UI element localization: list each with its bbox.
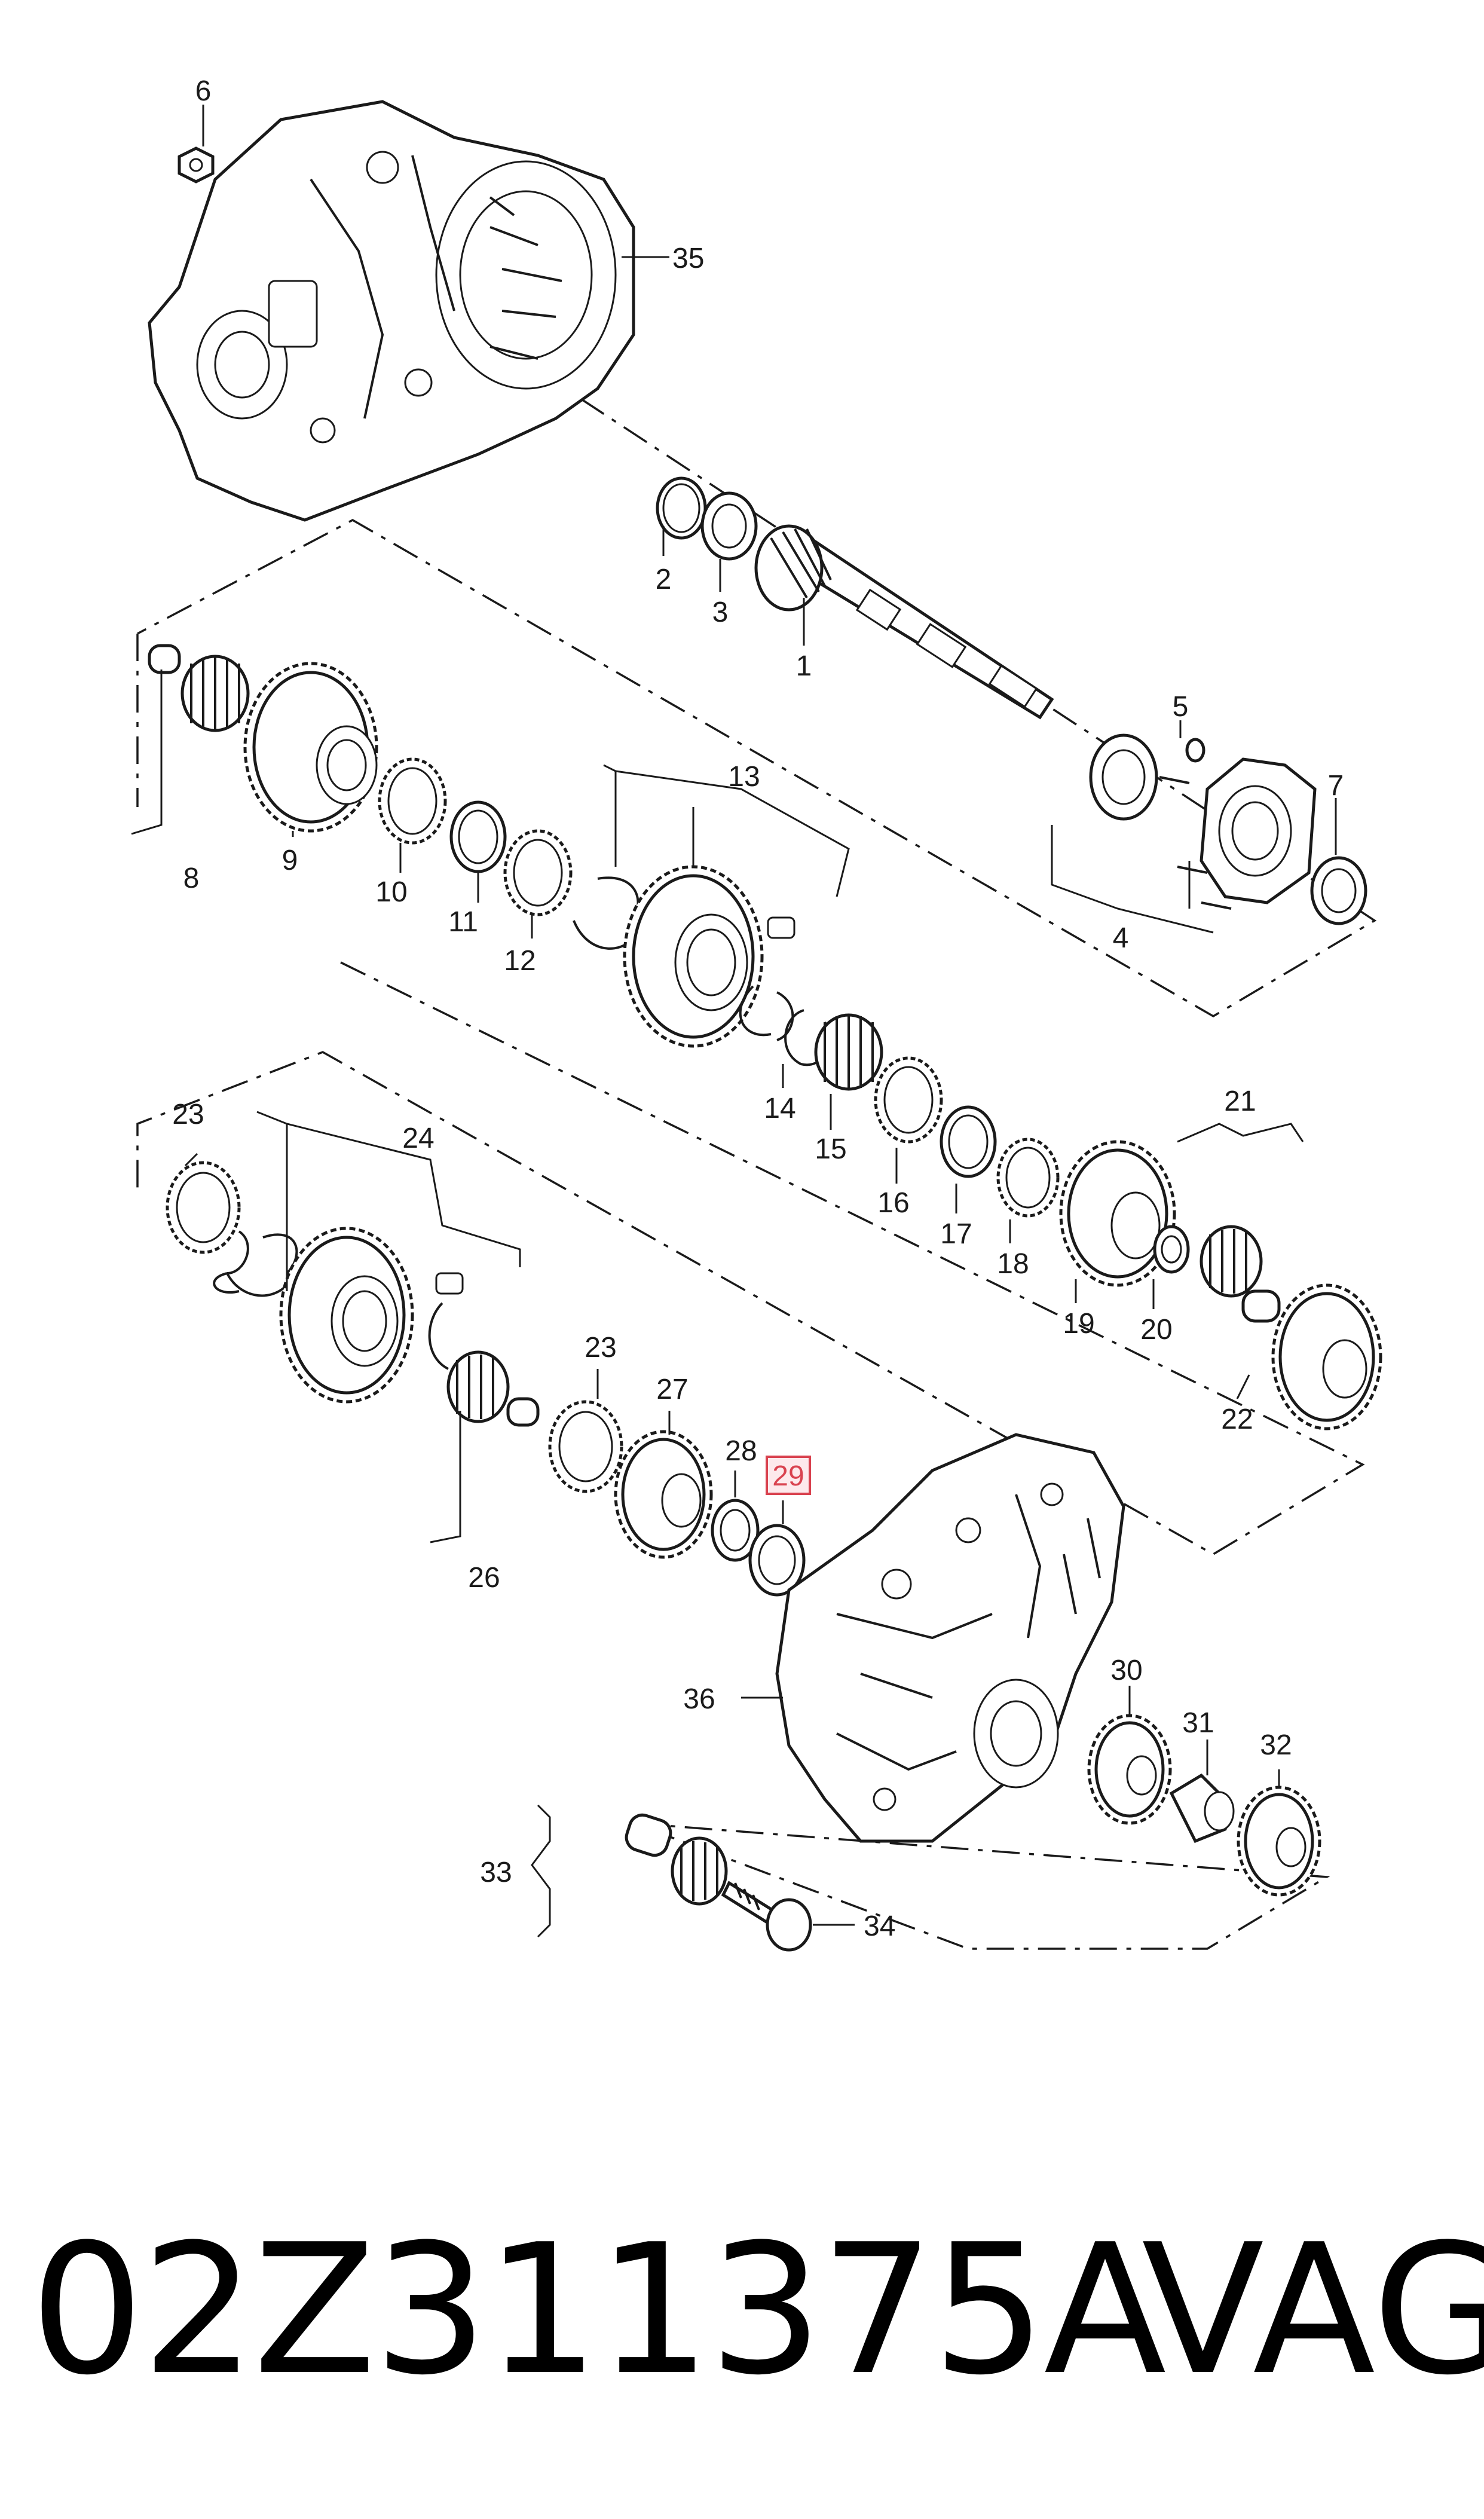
part-19-gear <box>1059 1140 1176 1287</box>
callout-21[interactable]: 21 <box>1224 1086 1256 1117</box>
part-33-bearing-set <box>625 1813 728 1906</box>
part-number: 02Z311375A <box>30 2206 1167 2414</box>
callout-9[interactable]: 9 <box>282 845 298 876</box>
callout-4[interactable]: 4 <box>1113 922 1129 954</box>
part-13-synchro-hub-assembly <box>573 865 795 1048</box>
callout-10[interactable]: 10 <box>375 876 407 908</box>
callout-28[interactable]: 28 <box>725 1435 757 1467</box>
part-16-synchro-ring <box>874 1056 943 1144</box>
callout-35[interactable]: 35 <box>672 243 704 274</box>
callout-19[interactable]: 19 <box>1063 1308 1094 1340</box>
callout-16[interactable]: 16 <box>877 1187 909 1219</box>
part-5-washer <box>1185 738 1205 763</box>
part-23-synchro-ring-upper <box>166 1161 249 1294</box>
part-36-transmission-housing <box>775 1433 1125 1843</box>
part-9-gear <box>243 662 378 833</box>
part-26-needle-bearing <box>446 1350 540 1427</box>
callout-33[interactable]: 33 <box>480 1857 512 1888</box>
leader-lines <box>131 105 1337 1938</box>
part-18-synchro-ring <box>996 1138 1060 1218</box>
callout-17[interactable]: 17 <box>940 1218 972 1250</box>
callout-34[interactable]: 34 <box>864 1910 895 1942</box>
callout-12[interactable]: 12 <box>504 945 536 977</box>
part-20-washer <box>1153 1225 1190 1274</box>
callout-14[interactable]: 14 <box>764 1093 795 1124</box>
callout-labels: 6 35 2 3 1 5 7 8 9 10 11 12 13 4 14 15 1… <box>172 75 1344 1942</box>
callout-1[interactable]: 1 <box>796 650 812 682</box>
callout-24[interactable]: 24 <box>402 1123 434 1154</box>
callout-11[interactable]: 11 <box>448 906 478 938</box>
part-12-synchro-ring <box>503 829 573 916</box>
callout-2[interactable]: 2 <box>656 564 672 595</box>
part-1-input-shaft <box>754 524 1054 720</box>
part-29-bearing-race <box>748 1524 806 1597</box>
assembly-boundaries <box>136 369 1377 1950</box>
part-21-needle-bearing <box>1200 1225 1281 1323</box>
part-7-seal <box>1310 856 1367 925</box>
callout-29[interactable]: 29 <box>772 1460 804 1492</box>
part-35-gearbox-housing <box>148 100 635 522</box>
part-10-synchro-ring <box>378 757 447 845</box>
part-8-needle-bearing <box>148 644 250 732</box>
part-4-bearing-flange <box>1089 733 1317 910</box>
callout-36[interactable]: 36 <box>683 1683 715 1715</box>
callout-30[interactable]: 30 <box>1110 1655 1142 1686</box>
brand-name: VAG <box>1142 2206 1484 2414</box>
callout-8[interactable]: 8 <box>183 863 200 894</box>
part-24-synchro-hub-assembly <box>226 1227 464 1404</box>
callout-18[interactable]: 18 <box>997 1248 1029 1280</box>
part-30-gear <box>1087 1714 1172 1825</box>
callout-32[interactable]: 32 <box>1260 1729 1292 1761</box>
part-32-gear <box>1237 1786 1321 1897</box>
callout-22[interactable]: 22 <box>1221 1404 1253 1435</box>
part-6-nut <box>178 146 215 184</box>
part-17-ring <box>940 1105 997 1178</box>
callout-31[interactable]: 31 <box>1182 1707 1214 1739</box>
part-11-ring <box>449 800 507 873</box>
part-28-washer <box>711 1499 760 1562</box>
callout-27[interactable]: 27 <box>656 1374 688 1405</box>
callout-23-lower[interactable]: 23 <box>585 1332 616 1364</box>
callout-3[interactable]: 3 <box>712 597 729 628</box>
part-3-bearing <box>700 491 758 561</box>
callout-26[interactable]: 26 <box>468 1562 500 1594</box>
part-27-gear <box>614 1430 713 1559</box>
callout-29-highlight <box>766 1456 811 1495</box>
part-22-gear <box>1271 1283 1382 1430</box>
part-2-circlip <box>656 476 707 540</box>
part-34-bolt <box>721 1881 812 1952</box>
part-15-needle-bearing <box>814 1013 883 1091</box>
callout-5[interactable]: 5 <box>1173 691 1189 723</box>
callout-13[interactable]: 13 <box>728 761 760 793</box>
callout-7[interactable]: 7 <box>1328 770 1344 802</box>
callout-20[interactable]: 20 <box>1140 1314 1172 1346</box>
callout-6[interactable]: 6 <box>195 75 212 107</box>
part-23-synchro-ring-lower <box>548 1400 623 1493</box>
callout-15[interactable]: 15 <box>815 1133 846 1165</box>
callout-23-upper[interactable]: 23 <box>172 1099 204 1130</box>
part-caption: 02Z311375A VAG <box>30 2206 1484 2414</box>
part-31-bushing <box>1169 1773 1235 1844</box>
